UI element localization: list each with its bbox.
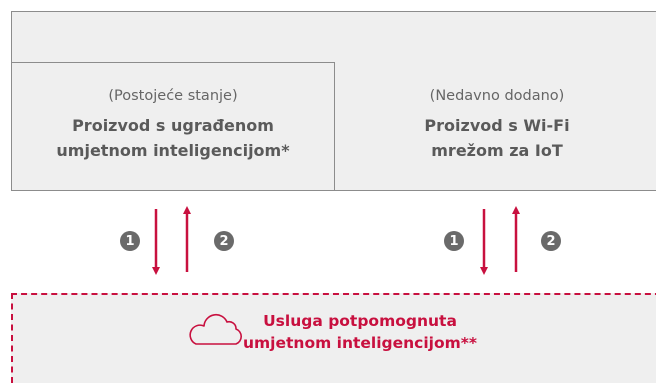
step-1-badge-left: 1 (120, 231, 140, 251)
new-product-title-line2: mrežom za IoT (431, 141, 563, 160)
new-product-title-line1: Proizvod s Wi-Fi (424, 116, 570, 135)
new-product-label: (Nedavno dodano) Proizvod s Wi-Fi mrežom… (337, 88, 656, 163)
existing-product-label: (Postojeće stanje) Proizvod s ugrađenom … (13, 88, 333, 163)
step-1-badge-right: 1 (444, 231, 464, 251)
ai-service-line2: umjetnom inteligencijom** (242, 334, 477, 352)
diagram-overlay (152, 206, 520, 345)
existing-product-box (11, 62, 335, 191)
cloud-icon (189, 313, 242, 345)
newly-added-caption: (Nedavno dodano) (429, 88, 565, 104)
ai-service-line1: Usluga potpomognuta (263, 312, 457, 330)
ai-service-box (11, 293, 656, 383)
ai-service-label: Usluga potpomognuta umjetnom inteligenci… (235, 310, 485, 354)
existing-product-title-line2: umjetnom inteligencijom* (56, 141, 290, 160)
existing-state-caption: (Postojeće stanje) (108, 88, 238, 104)
existing-product-title-line1: Proizvod s ugrađenom (72, 116, 274, 135)
step-2-badge-right: 2 (541, 231, 561, 251)
step-2-badge-left: 2 (214, 231, 234, 251)
